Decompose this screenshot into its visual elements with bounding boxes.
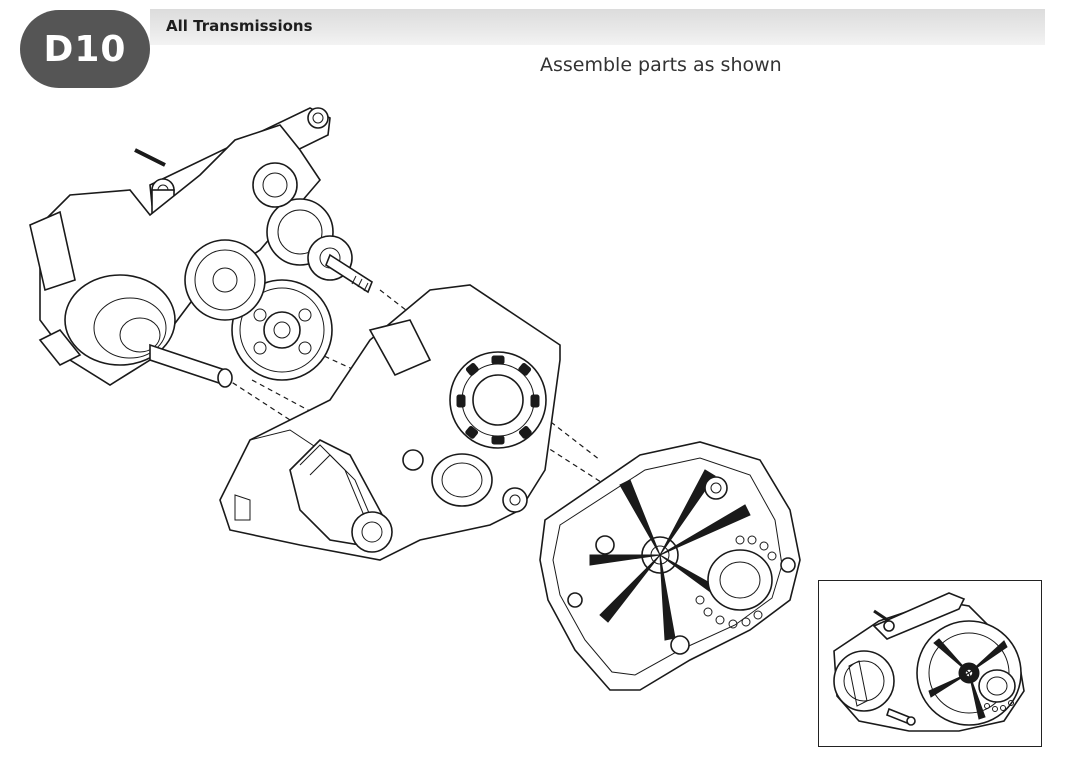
instruction-text: Assemble parts as shown bbox=[540, 54, 782, 76]
step-badge: D10 bbox=[20, 10, 150, 88]
assembled-transmission-drawing bbox=[833, 592, 1025, 732]
gear-stack bbox=[184, 162, 373, 381]
inset-frame bbox=[818, 580, 1042, 747]
section-title: All Transmissions bbox=[166, 17, 313, 35]
alignment-line bbox=[209, 367, 291, 421]
gearbox-assembly bbox=[29, 107, 373, 388]
step-number: D10 bbox=[43, 28, 127, 70]
header-bar bbox=[150, 9, 1045, 45]
alignment-line bbox=[251, 379, 421, 471]
right-case-cover bbox=[539, 441, 801, 691]
cage-pocket bbox=[449, 351, 547, 449]
exploded-transmission-drawing bbox=[29, 107, 801, 691]
middle-case-half bbox=[219, 284, 561, 561]
